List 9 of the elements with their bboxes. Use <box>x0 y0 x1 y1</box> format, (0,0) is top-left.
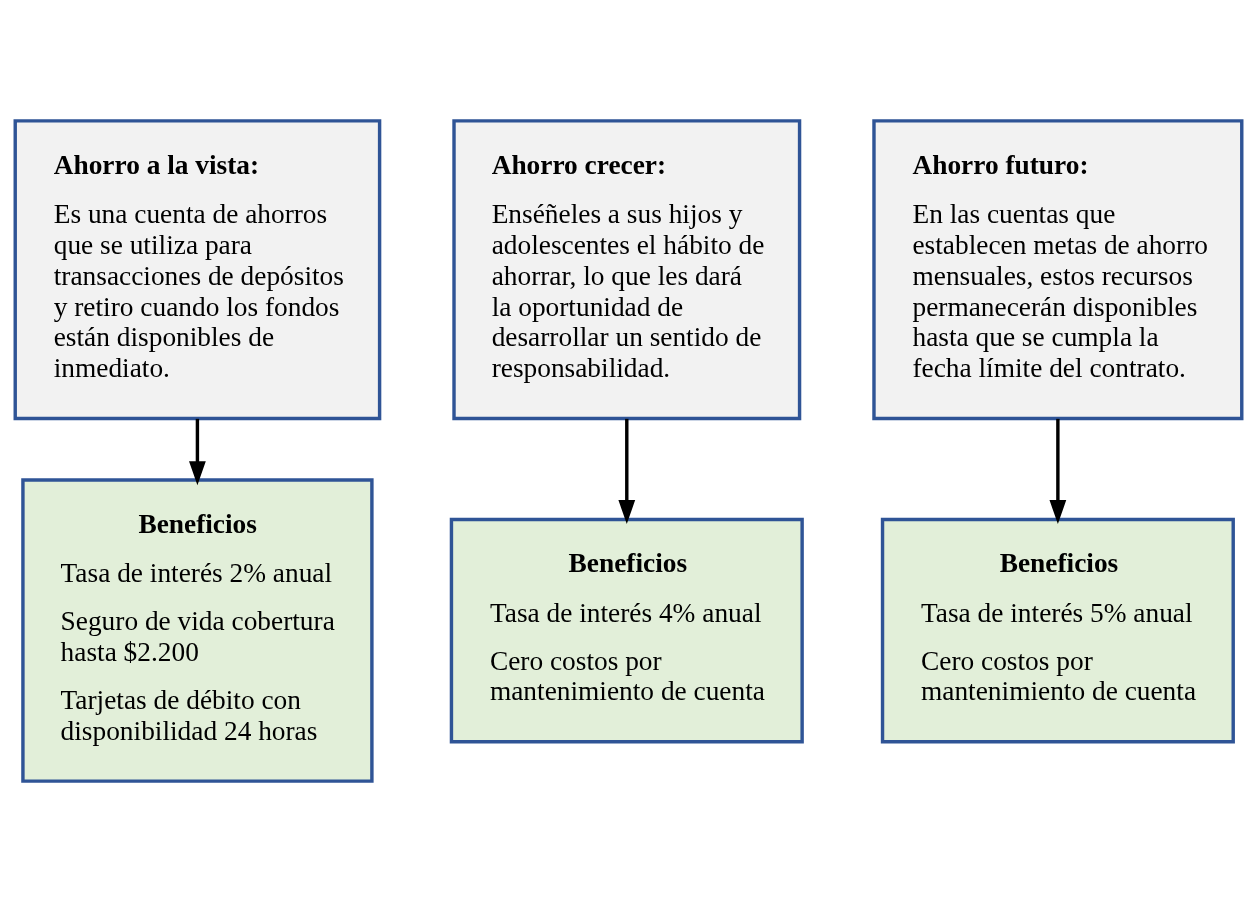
node-box: Ahorro a la vista: Es una cuenta de ahorros que se utiliza para transacciones de depósitos y retiro cuando los fondos están disponibles de inmediato. <box>13 118 382 420</box>
arrow <box>1049 418 1067 524</box>
node-box: Ahorro crecer: Enséñeles a sus hijos y adolescentes el hábito de ahorrar, lo que les dará la oportunidad de desarrollar un sentido de responsabilidad. <box>452 118 802 420</box>
node-box: Beneficios Tasa de interés 5% anual Cero costos por mantenimiento de cuenta <box>880 517 1235 743</box>
arrow <box>618 418 636 524</box>
node-box: Beneficios Tasa de interés 4% anual Cero costos por mantenimiento de cuenta <box>449 517 804 743</box>
arrow <box>189 418 206 485</box>
node-box: Beneficios Tasa de interés 2% anual Seguro de vida cobertura hasta $2.200 Tarjetas de débito con disponibilidad 24 horas <box>21 477 374 783</box>
node-box: Ahorro futuro: En las cuentas que establecen metas de ahorro mensuales, estos recursos permanecerán disponibles hasta que se cumpla la fecha límite del contrato. <box>872 118 1244 420</box>
